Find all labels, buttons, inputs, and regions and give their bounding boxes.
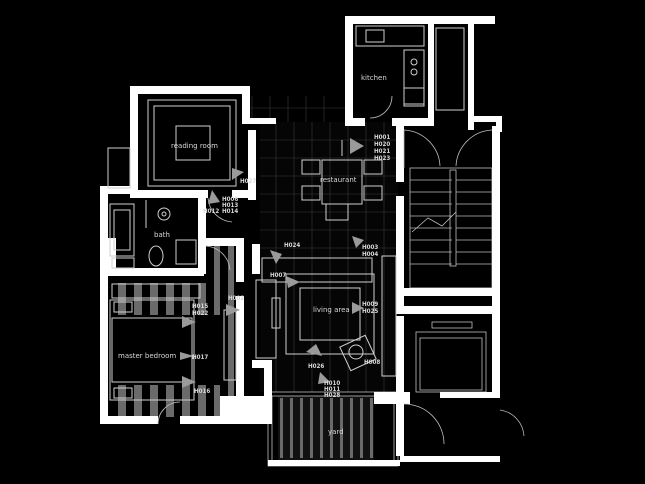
view-tag: H017	[192, 354, 208, 361]
view-tag: H014	[222, 208, 238, 215]
view-tag: H009	[362, 301, 378, 308]
view-tag: H013	[222, 202, 238, 209]
bath-fixtures	[109, 200, 197, 269]
view-tag: H002	[228, 295, 244, 302]
view-tag: H020	[374, 141, 390, 148]
view-tag: H004	[362, 251, 378, 258]
view-tag: H023	[374, 155, 390, 162]
view-tag: H006	[222, 196, 238, 203]
view-tag: H027	[240, 178, 256, 185]
room-label-master-bedroom: master bedroom	[118, 352, 176, 360]
view-tag: H015	[192, 303, 208, 310]
view-tag: H016	[194, 388, 210, 395]
floor-tile-grid	[248, 96, 398, 392]
bedroom-striped-floor	[112, 245, 234, 417]
room-label-bath: bath	[154, 231, 170, 239]
view-tag: H024	[284, 242, 300, 249]
room-labels: kitchen reading room restaurant bath liv…	[118, 74, 387, 436]
room-label-kitchen: kitchen	[361, 74, 387, 82]
view-tag: H008	[364, 359, 380, 366]
dining-table	[301, 140, 383, 221]
room-label-living-area: living area	[313, 306, 350, 314]
view-tag: H028	[324, 392, 340, 399]
view-tag: H011	[324, 386, 340, 393]
room-label-reading-room: reading room	[171, 142, 218, 150]
living-furniture	[255, 255, 397, 377]
view-arrows	[180, 138, 364, 388]
view-tag: H007	[270, 272, 286, 279]
walls	[100, 16, 502, 466]
view-tag: H025	[362, 308, 378, 315]
view-tag: H012	[203, 208, 219, 215]
kitchen-fixtures	[355, 25, 465, 111]
view-tag: H026	[308, 363, 324, 370]
reading-room-furniture	[107, 99, 237, 189]
view-tag: H001	[374, 134, 390, 141]
yard-deck	[267, 391, 399, 467]
door-swings	[157, 95, 525, 445]
room-label-yard: yard	[328, 428, 344, 436]
staircase	[409, 167, 493, 289]
room-label-restaurant: restaurant	[320, 176, 357, 184]
view-tag: H003	[362, 244, 378, 251]
elevator	[415, 321, 487, 393]
view-tag: H010	[324, 380, 340, 387]
view-tag: H022	[192, 310, 208, 317]
view-tags: H001 H020 H021 H023 H027 H006 H013 H014 …	[192, 134, 390, 399]
view-tag: H021	[374, 148, 390, 155]
